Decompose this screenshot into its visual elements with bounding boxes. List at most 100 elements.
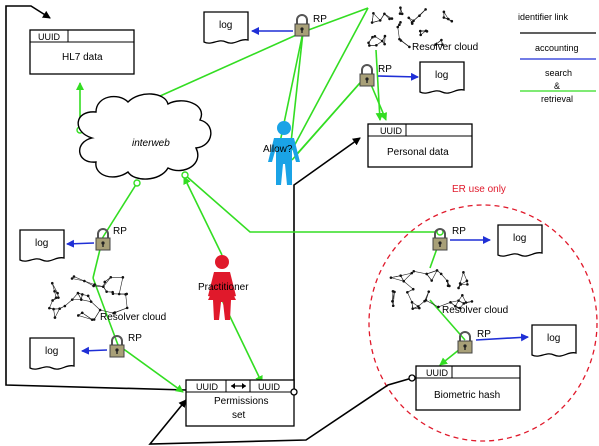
mesh-edge xyxy=(84,280,95,285)
mesh-edge xyxy=(100,309,114,314)
link-cloud-to-rp-left xyxy=(102,182,138,238)
mesh-node xyxy=(125,292,129,296)
log-left xyxy=(19,229,65,262)
permissions-right-connector xyxy=(290,388,298,396)
mesh-node xyxy=(380,39,384,43)
mesh-edge xyxy=(426,273,432,281)
mesh-node xyxy=(93,283,96,286)
rp-label-er-low: RP xyxy=(477,329,491,340)
mesh-edge xyxy=(403,272,412,282)
mesh-edge xyxy=(51,283,58,294)
mesh-edge xyxy=(426,270,438,275)
mesh-node xyxy=(406,290,409,294)
link-er-resolver-to-rp xyxy=(429,299,466,341)
mesh-node xyxy=(103,280,107,284)
rp-label-top: RP xyxy=(313,14,327,25)
mesh-node xyxy=(411,307,415,310)
mesh-edge xyxy=(118,277,124,295)
link-resolver-top-to-personal xyxy=(375,49,384,121)
mesh-node xyxy=(373,35,377,38)
mesh-node xyxy=(410,300,414,304)
mesh-node xyxy=(449,301,452,304)
resolver-cloud-er-label: Resolver cloud xyxy=(442,305,508,316)
mesh-node xyxy=(457,286,460,290)
log-top xyxy=(203,11,249,44)
mesh-node xyxy=(53,316,57,319)
mesh-node xyxy=(125,306,129,310)
mesh-node xyxy=(375,43,378,47)
log-label-er-top: log xyxy=(513,233,526,244)
mesh-node xyxy=(399,6,402,9)
mesh-node xyxy=(418,14,421,17)
mesh-edge xyxy=(372,20,381,23)
padlocks xyxy=(95,14,473,358)
lock-icon xyxy=(359,64,375,87)
mesh-edge xyxy=(94,284,104,288)
mesh-node xyxy=(464,301,468,304)
link-rp-right-to-patient-2 xyxy=(295,74,368,156)
lock-icon xyxy=(432,228,448,251)
mesh-node xyxy=(407,16,411,20)
mesh-node xyxy=(439,272,443,276)
biometric-hash-label: Biometric hash xyxy=(434,390,500,401)
mesh-node xyxy=(111,290,114,294)
log-er-top xyxy=(497,224,543,257)
mesh-node xyxy=(92,318,96,321)
log-documents xyxy=(19,11,577,370)
mesh-node xyxy=(470,300,474,303)
mesh-node xyxy=(424,8,427,11)
mesh-node xyxy=(442,10,446,14)
mesh-node xyxy=(416,305,420,308)
mesh-node xyxy=(448,284,451,288)
link-rp-top-to-resolver-top xyxy=(302,7,369,33)
mesh-edge xyxy=(379,13,385,21)
mesh-edge xyxy=(407,292,413,303)
interweb-label: interweb xyxy=(132,138,170,149)
legend-and-label: & xyxy=(554,81,560,91)
mesh-node xyxy=(112,311,115,315)
mesh-node xyxy=(58,307,61,310)
mesh-node xyxy=(90,318,94,321)
mesh-node xyxy=(51,299,54,302)
mesh-node xyxy=(79,298,83,301)
mesh-node xyxy=(396,25,400,29)
mesh-node xyxy=(425,272,428,276)
mesh-edge xyxy=(49,300,53,309)
resolver-cloud-left-label: Resolver cloud xyxy=(100,312,166,323)
mesh-edge xyxy=(425,300,439,308)
mesh-node xyxy=(383,12,386,16)
mesh-node xyxy=(462,302,466,305)
mesh-edge xyxy=(82,312,93,320)
mesh-edge xyxy=(400,272,412,276)
mesh-node xyxy=(423,299,426,303)
resolver-cloud-er xyxy=(389,269,474,310)
mesh-node xyxy=(465,279,469,283)
log-label-left: log xyxy=(35,238,48,249)
mesh-node xyxy=(399,39,403,42)
mesh-edge xyxy=(403,280,414,290)
mesh-edge xyxy=(462,295,467,303)
mesh-edge xyxy=(103,277,112,287)
practitioner-figure xyxy=(208,255,236,320)
permissions-label-2: set xyxy=(232,410,246,421)
mesh-edge xyxy=(72,292,79,300)
lock-icon xyxy=(95,228,111,251)
mesh-edge xyxy=(114,307,128,313)
mesh-edge xyxy=(73,276,85,282)
link-rp-low-to-permissions xyxy=(117,344,184,393)
resolver-cloud-top-label: Resolver cloud xyxy=(412,42,478,53)
mesh-edge xyxy=(390,277,404,282)
personal-data-label: Personal data xyxy=(387,147,449,158)
hl7-data-label: HL7 data xyxy=(62,52,103,63)
mesh-node xyxy=(102,285,105,289)
link-permissions-to-personal xyxy=(293,137,361,392)
mesh-node xyxy=(447,17,450,21)
mesh-node xyxy=(466,283,469,286)
mesh-edge xyxy=(397,26,400,40)
log-label-er-low: log xyxy=(547,333,560,344)
mesh-node xyxy=(450,19,454,23)
mesh-node xyxy=(63,304,67,308)
mesh-edge xyxy=(125,294,128,308)
rp-label-left: RP xyxy=(113,226,127,237)
